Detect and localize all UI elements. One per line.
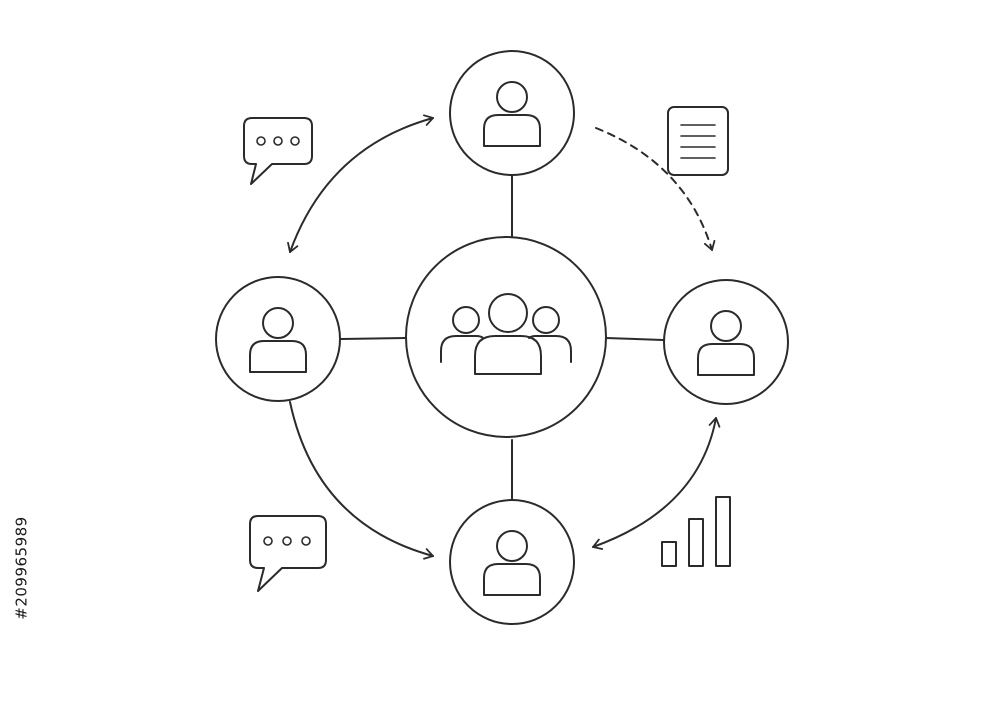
- node-bottom: [449, 499, 575, 625]
- chat-bubble-icon: [249, 515, 327, 592]
- user-icon: [697, 310, 755, 376]
- edge-bottom-right: [592, 417, 721, 550]
- node-top: [449, 50, 575, 176]
- stock-id-label: #209965989: [12, 448, 32, 688]
- edge-center-right: [605, 337, 664, 341]
- chat-bubble-icon: [243, 117, 313, 185]
- bar-chart-icon: [661, 496, 731, 567]
- document-icon: [667, 106, 729, 176]
- user-icon: [249, 307, 307, 373]
- edge-top-left: [287, 114, 434, 253]
- node-center: [405, 236, 607, 438]
- user-icon: [483, 81, 541, 147]
- user-icon: [483, 530, 541, 596]
- node-right: [663, 279, 789, 405]
- edge-center-left: [340, 337, 407, 340]
- edge-left-bottom: [289, 401, 434, 560]
- stock-id-text: #209965989: [13, 516, 31, 620]
- node-left: [215, 276, 341, 402]
- group-users-icon: [440, 293, 572, 375]
